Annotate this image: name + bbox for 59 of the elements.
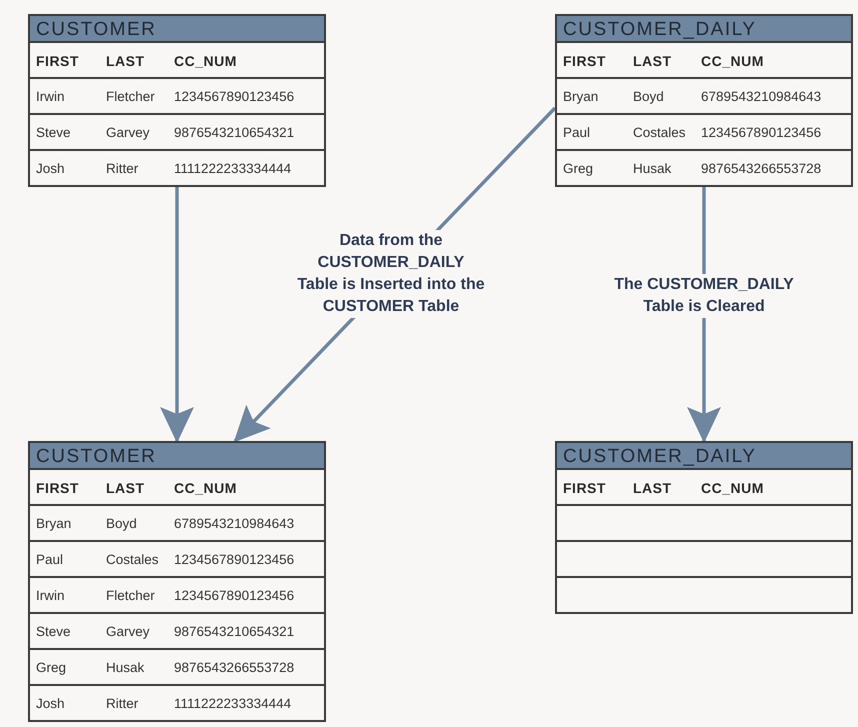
table-cell: 9876543266553728 bbox=[174, 660, 294, 675]
table-cell: Josh bbox=[36, 161, 65, 176]
table-cell: Husak bbox=[633, 161, 672, 176]
column-header: LAST bbox=[633, 480, 672, 496]
table-name: CUSTOMER_DAILY bbox=[563, 446, 756, 468]
column-header: LAST bbox=[633, 53, 672, 69]
table-cell: 1234567890123456 bbox=[174, 89, 294, 104]
table-cell: 1111222233334444 bbox=[174, 161, 292, 176]
table-cell: 1111222233334444 bbox=[174, 696, 292, 711]
table-cell: Josh bbox=[36, 696, 65, 711]
table-cell: Irwin bbox=[36, 588, 65, 603]
column-header: FIRST bbox=[36, 480, 79, 496]
table-cell: 1234567890123456 bbox=[174, 588, 294, 603]
database-table bbox=[28, 14, 326, 187]
table-cell: Ritter bbox=[106, 161, 138, 176]
table-cell: Steve bbox=[36, 125, 71, 140]
table-cell: Greg bbox=[563, 161, 594, 176]
table-cell: Husak bbox=[106, 660, 144, 675]
table-name: CUSTOMER_DAILY bbox=[563, 19, 756, 41]
table-cell: Bryan bbox=[36, 516, 72, 531]
table-cell: Fletcher bbox=[106, 588, 155, 603]
table-cell: Greg bbox=[36, 660, 66, 675]
table-cell: Paul bbox=[563, 125, 590, 140]
table-cell: 6789543210984643 bbox=[701, 89, 822, 104]
column-header: FIRST bbox=[36, 53, 79, 69]
column-header: LAST bbox=[106, 53, 145, 69]
table-cell: Ritter bbox=[106, 696, 138, 711]
edge-label: Data from the CUSTOMER_DAILY Table is Inserted into the CUSTOMER Table bbox=[296, 230, 486, 318]
table-cell: 9876543266553728 bbox=[701, 161, 822, 176]
column-header: CC_NUM bbox=[701, 480, 764, 496]
table-name: CUSTOMER bbox=[36, 446, 156, 468]
table-cell: Costales bbox=[633, 125, 686, 140]
table-cell: Irwin bbox=[36, 89, 65, 104]
table-cell: Fletcher bbox=[106, 89, 155, 104]
column-header: CC_NUM bbox=[701, 53, 764, 69]
table-cell: 1234567890123456 bbox=[174, 552, 294, 567]
table-name: CUSTOMER bbox=[36, 19, 156, 41]
table-cell: Costales bbox=[106, 552, 159, 567]
database-table bbox=[555, 14, 853, 187]
column-header: CC_NUM bbox=[174, 480, 237, 496]
arrow bbox=[160, 187, 194, 443]
database-table bbox=[555, 441, 853, 614]
table-cell: Garvey bbox=[106, 125, 150, 140]
database-table bbox=[28, 441, 326, 722]
table-cell: Steve bbox=[36, 624, 71, 639]
table-cell: Boyd bbox=[633, 89, 664, 104]
table-cell: 9876543210654321 bbox=[174, 624, 294, 639]
edge-label: The CUSTOMER_DAILY Table is Cleared bbox=[614, 274, 794, 318]
column-header: FIRST bbox=[563, 53, 606, 69]
table-cell: 9876543210654321 bbox=[174, 125, 294, 140]
table-cell: Bryan bbox=[563, 89, 598, 104]
table-cell: 6789543210984643 bbox=[174, 516, 294, 531]
table-cell: Garvey bbox=[106, 624, 150, 639]
table-cell: Boyd bbox=[106, 516, 137, 531]
column-header: LAST bbox=[106, 480, 145, 496]
column-header: CC_NUM bbox=[174, 53, 237, 69]
column-header: FIRST bbox=[563, 480, 606, 496]
table-cell: Paul bbox=[36, 552, 64, 567]
table-cell: 1234567890123456 bbox=[701, 125, 822, 140]
